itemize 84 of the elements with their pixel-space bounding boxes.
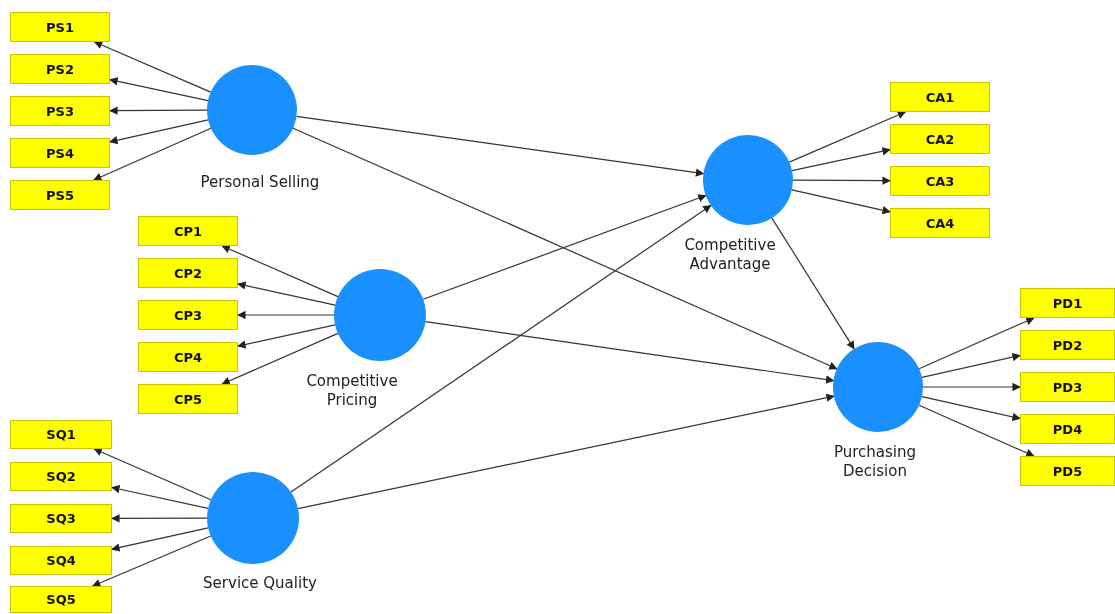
indicator-label: CA4: [925, 215, 955, 231]
arrow: [237, 281, 336, 306]
arrow: [792, 176, 891, 185]
indicator-label: CP2: [173, 265, 203, 281]
construct-name: Competitive Pricing: [305, 372, 399, 410]
indicator-label: CP1: [173, 223, 203, 239]
arrow: [111, 527, 209, 552]
arrow: [109, 119, 209, 145]
indicator-label: PS4: [46, 145, 74, 161]
indicator-label: PD5: [1052, 463, 1083, 479]
indicator-box: [138, 216, 238, 246]
arrow: [424, 321, 835, 384]
indicator-box: [1020, 414, 1115, 444]
arrow: [771, 217, 855, 350]
indicator-box: [138, 342, 238, 372]
indicator-label: SQ2: [46, 469, 76, 484]
indicator-label: CP5: [173, 391, 203, 407]
arrow: [111, 514, 208, 523]
indicator-label: SQ5: [46, 592, 76, 607]
indicator-box: [138, 258, 238, 288]
indicator-box: [10, 462, 112, 491]
indicator-label: CA3: [925, 173, 955, 189]
indicator-label: PS5: [46, 187, 74, 203]
arrow: [221, 332, 339, 385]
arrow: [296, 115, 705, 177]
indicator-box: [10, 12, 110, 42]
arrow: [791, 147, 891, 172]
indicator-label: PD3: [1052, 379, 1083, 395]
indicator-box: [10, 546, 112, 575]
indicator-box: [10, 180, 110, 210]
arrow: [92, 535, 212, 587]
indicator-box: [10, 504, 112, 533]
indicator-label: CA2: [925, 131, 955, 147]
arrow: [93, 448, 212, 501]
arrow: [921, 396, 1021, 421]
arrow: [93, 41, 212, 93]
arrow: [93, 127, 212, 181]
arrow: [422, 194, 707, 300]
arrow: [297, 393, 835, 510]
indicator-box: [1020, 456, 1115, 486]
indicator-box: [890, 166, 990, 196]
arrow: [109, 106, 208, 115]
construct-name: Purchasing Decision: [832, 443, 918, 481]
indicator-label: PD4: [1052, 421, 1083, 437]
indicator-label: PS1: [46, 19, 74, 35]
indicator-box: [138, 300, 238, 330]
indicator-label: CP3: [173, 307, 203, 323]
indicator-box: [890, 208, 990, 238]
indicator-label: PS3: [46, 103, 74, 119]
arrow: [918, 404, 1035, 457]
indicator-label: CA1: [925, 89, 955, 105]
indicator-label: SQ4: [46, 553, 76, 568]
indicator-label: SQ1: [46, 427, 76, 442]
arrow: [292, 127, 838, 370]
indicator-label: CP4: [173, 349, 203, 365]
indicator-label: PS2: [46, 61, 74, 77]
arrow: [290, 204, 712, 493]
indicator-box: [1020, 330, 1115, 360]
indicator-box: [10, 96, 110, 126]
indicator-label: SQ3: [46, 511, 76, 526]
indicator-box: [10, 138, 110, 168]
indicator-box: [890, 124, 990, 154]
indicator-box: [1020, 288, 1115, 318]
arrow: [111, 485, 209, 509]
indicator-box: [890, 82, 990, 112]
construct-name: Competitive Advantage: [683, 236, 777, 274]
arrow: [109, 77, 209, 102]
arrow: [791, 189, 891, 215]
arrow: [237, 310, 335, 320]
construct-name: Personal Selling: [199, 173, 321, 192]
indicator-label: PD2: [1052, 337, 1083, 353]
indicator-box: [10, 54, 110, 84]
arrow: [921, 353, 1021, 378]
indicator-box: [10, 586, 112, 613]
arrow: [221, 245, 339, 298]
arrow: [788, 111, 907, 163]
indicator-box: [10, 420, 112, 449]
arrow: [922, 382, 1021, 392]
arrow: [237, 324, 336, 349]
indicator-box: [1020, 372, 1115, 402]
indicator-box: [138, 384, 238, 414]
construct-name: Service Quality: [202, 574, 318, 593]
arrow: [918, 317, 1035, 370]
indicator-label: PD1: [1052, 295, 1083, 311]
